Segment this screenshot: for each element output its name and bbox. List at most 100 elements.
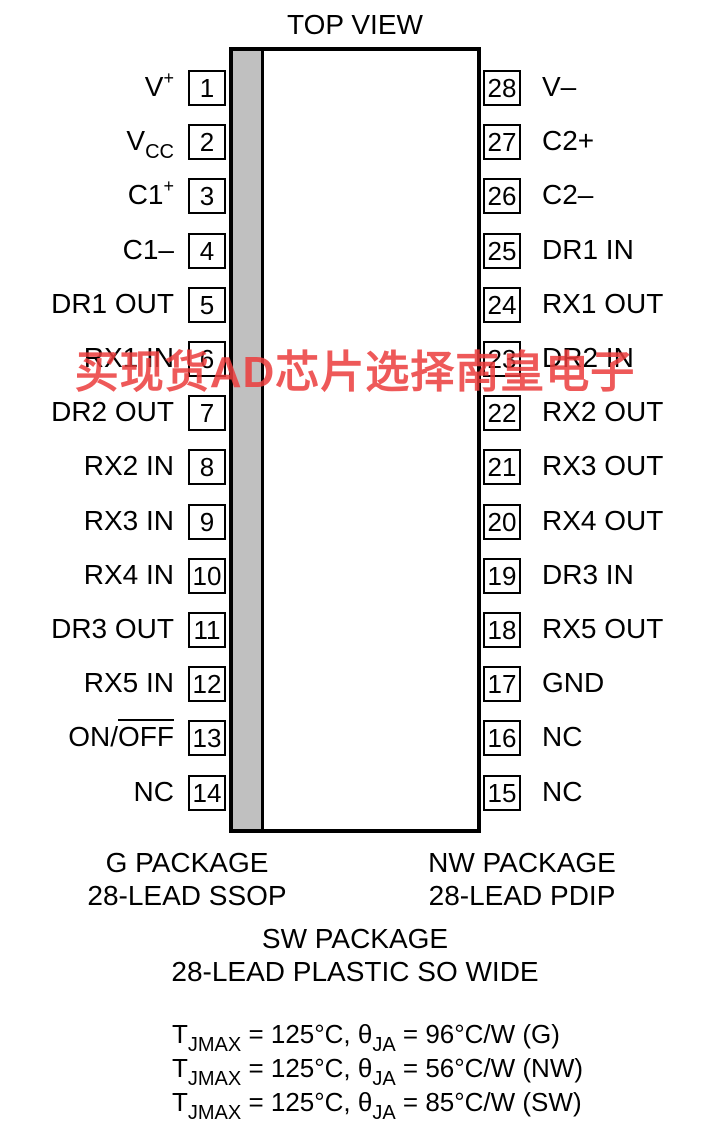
pin-number-10: 10 <box>188 557 226 594</box>
pin-label-text: RX2 OUT <box>542 396 664 428</box>
pin-number-1: 1 <box>188 70 226 106</box>
pin-label-text: NC <box>133 775 174 807</box>
pin-label-4: C1– <box>122 233 174 265</box>
pin-number-19: 19 <box>483 557 521 594</box>
thermal-t: T <box>172 1053 188 1083</box>
sw-package-lead: 28-LEAD PLASTIC SO WIDE <box>171 956 539 987</box>
watermark-text: 买现货AD芯片选择南皇电子 <box>74 348 636 397</box>
pin-number-22: 22 <box>483 395 521 432</box>
pin1-stripe <box>233 51 264 829</box>
pin-label-13: ON/OFF <box>68 722 174 752</box>
thermal-theta-sub: JA <box>372 1068 396 1090</box>
pin-label-23: DR2 IN <box>542 343 634 373</box>
pin-number-7: 7 <box>188 395 226 432</box>
pin-label-text: C2+ <box>542 125 595 157</box>
pin-number-18: 18 <box>483 612 521 648</box>
pin-label-text: RX1 IN <box>83 342 174 373</box>
thermal-line: TJMAX = 125°C, θJA = 85°C/W (SW) <box>172 1086 582 1124</box>
thermal-line: TJMAX = 125°C, θJA = 96°C/W (G) <box>172 1018 560 1056</box>
pin-label-22: RX2 OUT <box>542 397 663 427</box>
pin-label-text: NC <box>542 721 583 753</box>
pin-label-text: RX4 OUT <box>542 504 664 536</box>
pin-label-5: DR1 OUT <box>51 288 174 319</box>
thermal-t: T <box>172 1087 188 1117</box>
pin-number-14: 14 <box>188 774 226 811</box>
pin-label-21: RX3 OUT <box>542 451 663 481</box>
pin-label-sup: + <box>163 68 174 88</box>
pin-number-16: 16 <box>483 720 521 757</box>
pin-label-8: RX2 IN <box>84 451 174 481</box>
pin-label-text: C2– <box>542 179 594 211</box>
pin-number-8: 8 <box>188 449 226 486</box>
pin-label-text: GND <box>542 667 605 699</box>
pin-number-2: 2 <box>188 124 226 161</box>
pin-label-20: RX4 OUT <box>542 504 664 536</box>
thermal-temp: = 125°C, <box>241 1019 358 1049</box>
pin-label-26: C2– <box>542 180 593 210</box>
pin-number-4: 4 <box>188 232 226 269</box>
pin-number-26: 26 <box>483 178 521 215</box>
pin-label-19: DR3 IN <box>542 558 634 590</box>
pin-number-28: 28 <box>483 70 521 106</box>
pin-label-text: DR2 IN <box>542 342 634 373</box>
pin-label-text: ON/ <box>68 721 118 753</box>
thermal-theta-sub: JA <box>372 1102 396 1124</box>
pin-label-text: RX4 IN <box>83 558 174 590</box>
pin-label-text: DR3 IN <box>542 558 634 590</box>
pin-label-11: DR3 OUT <box>51 614 174 644</box>
pin-label-18: RX5 OUT <box>542 614 663 644</box>
sw-package-name: SW PACKAGE <box>261 923 449 954</box>
thermal-temp: = 125°C, <box>241 1087 358 1117</box>
thermal-theta: θ <box>357 1087 373 1117</box>
thermal-value: = 56°C/W (NW) <box>395 1053 584 1083</box>
pin-label-2: VCC <box>126 126 174 164</box>
pin-label-text: C1– <box>122 233 174 265</box>
pin-number-9: 9 <box>188 503 226 540</box>
pin-label-text: DR1 IN <box>542 233 634 265</box>
pin-number-21: 21 <box>483 449 521 486</box>
pin-label-text: V– <box>542 71 577 102</box>
pin-number-23: 23 <box>483 341 521 377</box>
diagram-title: TOP VIEW <box>287 9 423 40</box>
pin-label-text: RX1 OUT <box>542 287 664 319</box>
pin-label-15: NC <box>542 775 583 807</box>
pin-label-16: NC <box>542 722 582 752</box>
nw-package-name: NW PACKAGE <box>428 847 616 878</box>
pin-label-sub: CC <box>145 141 174 164</box>
pin-label-overline: OFF <box>118 721 174 753</box>
pin-number-24: 24 <box>483 286 521 323</box>
pin-label-text: RX2 IN <box>83 450 174 482</box>
thermal-t-sub: JMAX <box>187 1102 242 1124</box>
pin-label-10: RX4 IN <box>83 558 174 590</box>
thermal-t-sub: JMAX <box>187 1034 242 1056</box>
thermal-theta: θ <box>357 1019 373 1049</box>
g-package-name: G PACKAGE <box>105 847 269 878</box>
thermal-line: TJMAX = 125°C, θJA = 56°C/W (NW) <box>172 1052 584 1090</box>
pin-label-text: DR3 OUT <box>51 613 174 644</box>
pin-number-11: 11 <box>188 612 226 648</box>
pin-label-14: NC <box>133 775 174 807</box>
pin-label-text: NC <box>542 775 583 807</box>
pin-label-25: DR1 IN <box>542 233 634 265</box>
pin-label-text: RX5 IN <box>83 667 174 699</box>
nw-package-lead: 28-LEAD PDIP <box>428 880 616 911</box>
pin-label-28: V– <box>542 72 576 102</box>
pin-label-text: RX5 OUT <box>542 613 664 644</box>
thermal-temp: = 125°C, <box>241 1053 358 1083</box>
pin-number-3: 3 <box>188 178 226 215</box>
pin-label-17: GND <box>542 668 604 698</box>
pin-label-6: RX1 IN <box>84 343 174 373</box>
pin-label-7: DR2 OUT <box>51 397 174 427</box>
pin-label-text: DR2 OUT <box>51 396 174 428</box>
pin-label-3: C1+ <box>128 176 174 213</box>
pin-label-12: RX5 IN <box>84 668 174 698</box>
thermal-theta: θ <box>357 1053 373 1083</box>
pin-number-17: 17 <box>483 666 521 703</box>
pin-number-27: 27 <box>483 124 521 161</box>
g-package-lead: 28-LEAD SSOP <box>87 880 287 911</box>
pin-number-6: 6 <box>188 341 226 377</box>
thermal-value: = 96°C/W (G) <box>395 1019 560 1049</box>
pin-label-9: RX3 IN <box>84 505 174 536</box>
pin-label-text: RX3 OUT <box>542 450 664 482</box>
